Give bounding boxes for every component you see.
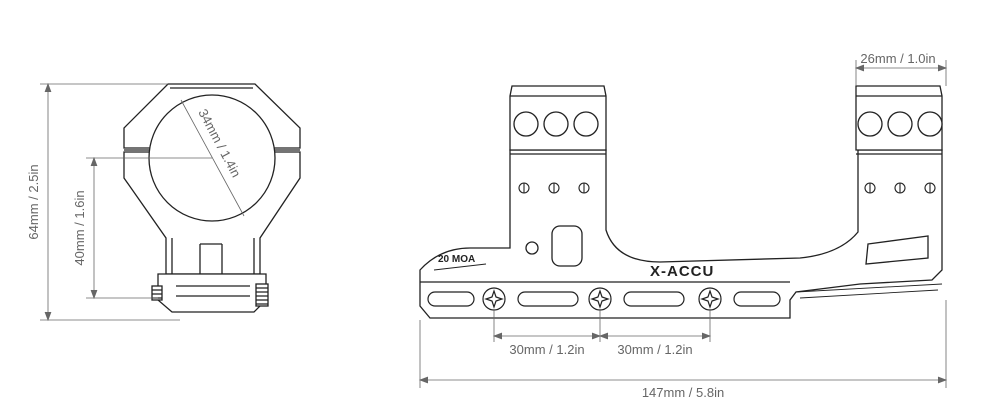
overall-length-dimension — [418, 300, 948, 388]
side-front-cap-screws — [513, 111, 599, 137]
side-rear-body-screws — [864, 182, 936, 194]
side-front-body-screws — [518, 182, 590, 194]
cant-marking: 20 MOA — [438, 254, 475, 265]
side-rear-window — [865, 235, 929, 265]
front-diameter-dimension — [180, 99, 245, 217]
brand-marking: X-ACCU — [650, 263, 714, 280]
rail-slot — [623, 291, 685, 307]
front-upright — [171, 238, 255, 274]
rail-slot — [733, 291, 781, 307]
cap-screw-icon — [543, 111, 569, 137]
rail-slot — [427, 291, 475, 307]
overall-length-label: 147mm / 5.8in — [642, 385, 724, 400]
front-rail-clamp — [157, 273, 267, 313]
side-front-window — [551, 225, 583, 267]
overall-height-label: 64mm / 2.5in — [26, 164, 41, 239]
cap-screw-icon — [887, 111, 913, 137]
cap-screw-icon — [513, 111, 539, 137]
ring-width-label: 26mm / 1.0in — [860, 51, 935, 66]
cap-screw-icon — [917, 111, 943, 137]
side-front-hole — [525, 241, 539, 255]
slot-spacing-2-label: 30mm / 1.2in — [617, 342, 692, 357]
slot-spacing-1-label: 30mm / 1.2in — [509, 342, 584, 357]
cap-screw-icon — [857, 111, 883, 137]
overall-height-dimension — [40, 82, 180, 322]
front-crossbolt-right — [255, 283, 269, 307]
side-rail-slots — [427, 291, 781, 307]
center-height-label: 40mm / 1.6in — [72, 190, 87, 265]
torx-screw-icon — [698, 287, 722, 311]
ring-width-dimension — [854, 60, 948, 86]
cap-screw-icon — [573, 111, 599, 137]
slot-spacing-dimension — [492, 310, 712, 342]
center-height-dimension — [86, 156, 212, 300]
front-rail-slot — [176, 285, 250, 297]
torx-screw-icon — [588, 287, 612, 311]
torx-screw-icon — [482, 287, 506, 311]
rail-slot — [517, 291, 579, 307]
side-rear-cap-screws — [857, 111, 943, 137]
front-view — [123, 83, 301, 313]
